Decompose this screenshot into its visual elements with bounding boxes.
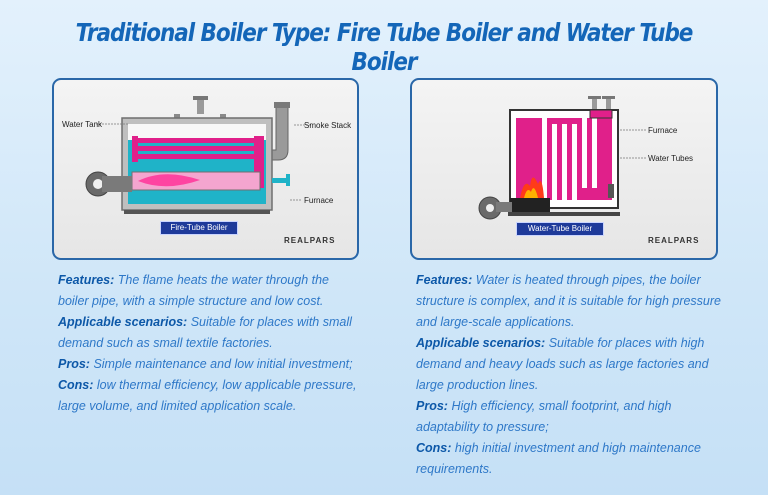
burner-housing: [496, 202, 512, 212]
pros-text: High efficiency, small footprint, and hi…: [416, 399, 672, 434]
water-tube: [542, 118, 547, 200]
fire-tube: [134, 154, 259, 159]
vent-cap: [588, 96, 601, 99]
water-tube-boiler-illustration: [478, 96, 646, 220]
cons-paragraph: Cons: low thermal efficiency, low applic…: [58, 375, 358, 417]
fitting: [220, 114, 226, 120]
burner-housing: [102, 176, 132, 192]
fire-tube: [134, 138, 259, 143]
pros-label: Pros:: [58, 357, 90, 371]
label-furnace: Furnace: [304, 196, 334, 205]
valve-cap: [193, 96, 208, 100]
water-tube-description: Features: Water is heated through pipes,…: [416, 270, 726, 480]
applicable-paragraph: Applicable scenarios: Suitable for place…: [416, 333, 726, 396]
applicable-paragraph: Applicable scenarios: Suitable for place…: [58, 312, 358, 354]
label-smoke-stack: Smoke Stack: [304, 121, 352, 130]
water-tube: [562, 124, 567, 200]
water-tube: [572, 124, 577, 200]
fire-tube-boiler-diagram: Water Tank Smoke Stack Furnace Fire-Tube…: [52, 78, 359, 260]
label-water-tank: Water Tank: [62, 120, 103, 129]
features-text: The flame heats the water through the bo…: [58, 273, 330, 308]
pros-label: Pros:: [416, 399, 448, 413]
caption-water-tube-boiler: Water-Tube Boiler: [516, 222, 604, 236]
steam-space: [128, 124, 266, 140]
features-label: Features:: [58, 273, 115, 287]
fitting: [174, 114, 180, 120]
steam-drum: [589, 109, 613, 119]
fire-tube-boiler-illustration: [85, 96, 312, 214]
cons-text: low thermal efficiency, low applicable p…: [58, 378, 357, 413]
burner-hub: [93, 179, 103, 189]
pros-paragraph: Pros: High efficiency, small footprint, …: [416, 396, 726, 438]
water-tube: [552, 124, 557, 200]
outlet-flange: [286, 174, 290, 186]
water-tube-boiler-diagram: Furnace Water Tubes Water-Tube Boiler RE…: [410, 78, 718, 260]
features-label: Features:: [416, 273, 473, 287]
valve-pipe: [197, 98, 204, 114]
rear-chamber: [254, 136, 264, 188]
caption-fire-tube-boiler: Fire-Tube Boiler: [160, 221, 238, 235]
cons-text: high initial investment and high mainten…: [416, 441, 701, 476]
page-title: Traditional Boiler Type: Fire Tube Boile…: [75, 18, 694, 76]
applicable-text: Suitable for places with small demand su…: [58, 315, 352, 350]
features-text: Water is heated through pipes, the boile…: [416, 273, 721, 329]
label-furnace: Furnace: [648, 126, 678, 135]
vent-cap: [602, 96, 615, 99]
boiler-base: [508, 212, 620, 216]
outlet-pipe: [272, 178, 288, 183]
applicable-label: Applicable scenarios:: [416, 336, 546, 350]
water-tube: [582, 118, 587, 188]
front-chamber: [132, 136, 138, 162]
fire-tube-description: Features: The flame heats the water thro…: [58, 270, 358, 417]
boiler-base: [124, 210, 270, 214]
pros-text: Simple maintenance and low initial inves…: [93, 357, 353, 371]
smoke-stack-cap: [274, 102, 290, 108]
features-paragraph: Features: The flame heats the water thro…: [58, 270, 358, 312]
vent-pipe: [592, 96, 597, 114]
pros-paragraph: Pros: Simple maintenance and low initial…: [58, 354, 358, 375]
applicable-label: Applicable scenarios:: [58, 315, 188, 329]
fire-core: [524, 188, 538, 198]
water-tube: [592, 118, 597, 188]
vent-pipe: [606, 96, 611, 118]
outlet-pipe: [608, 184, 614, 198]
label-water-tubes: Water Tubes: [648, 154, 694, 163]
brand-logo: REALPARS: [648, 236, 700, 245]
burner-hub: [486, 204, 494, 212]
firebox: [510, 198, 550, 212]
cons-paragraph: Cons: high initial investment and high m…: [416, 438, 726, 480]
cons-label: Cons:: [58, 378, 94, 392]
cons-label: Cons:: [416, 441, 452, 455]
features-paragraph: Features: Water is heated through pipes,…: [416, 270, 726, 333]
flame: [138, 174, 200, 187]
applicable-text: Suitable for places with high demand and…: [416, 336, 709, 392]
brand-logo: REALPARS: [284, 236, 336, 245]
fire-tube: [134, 146, 259, 151]
